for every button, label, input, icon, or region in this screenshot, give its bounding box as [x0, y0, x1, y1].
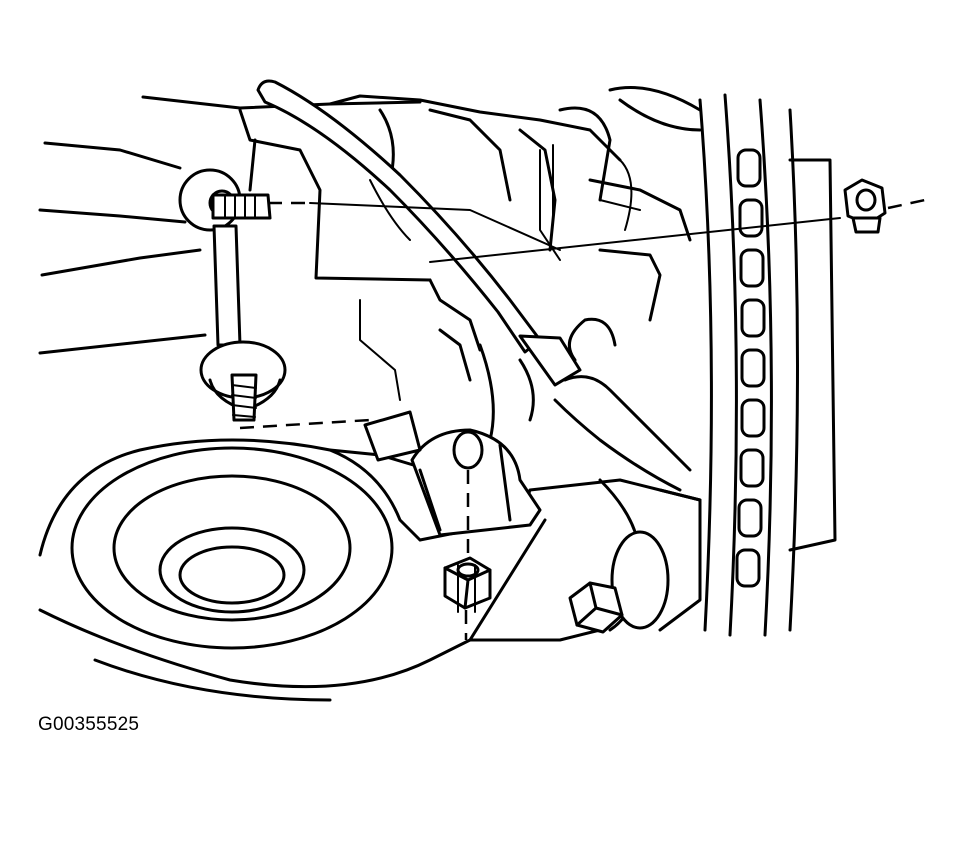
figure-id-label: G00355525	[38, 714, 140, 735]
steering-knuckle	[598, 478, 702, 632]
bolt-head-knuckle	[568, 581, 624, 634]
stabilizer-bar-end	[363, 410, 422, 462]
nut-lower	[443, 556, 492, 610]
brake-hose	[256, 79, 692, 492]
lower-control-arm	[38, 438, 702, 702]
nut-upper-right	[843, 178, 887, 234]
stabilizer-link	[178, 168, 287, 422]
chassis-background-lines	[38, 86, 702, 442]
bushing	[610, 530, 670, 630]
assembly-guide-lines	[239, 198, 926, 640]
link-upper-stud	[211, 193, 272, 220]
ball-joint-hole	[158, 526, 306, 614]
brake-rotor	[698, 93, 837, 637]
stabilizer-bracket	[363, 410, 542, 537]
ball-joint-well-mid	[112, 474, 352, 622]
